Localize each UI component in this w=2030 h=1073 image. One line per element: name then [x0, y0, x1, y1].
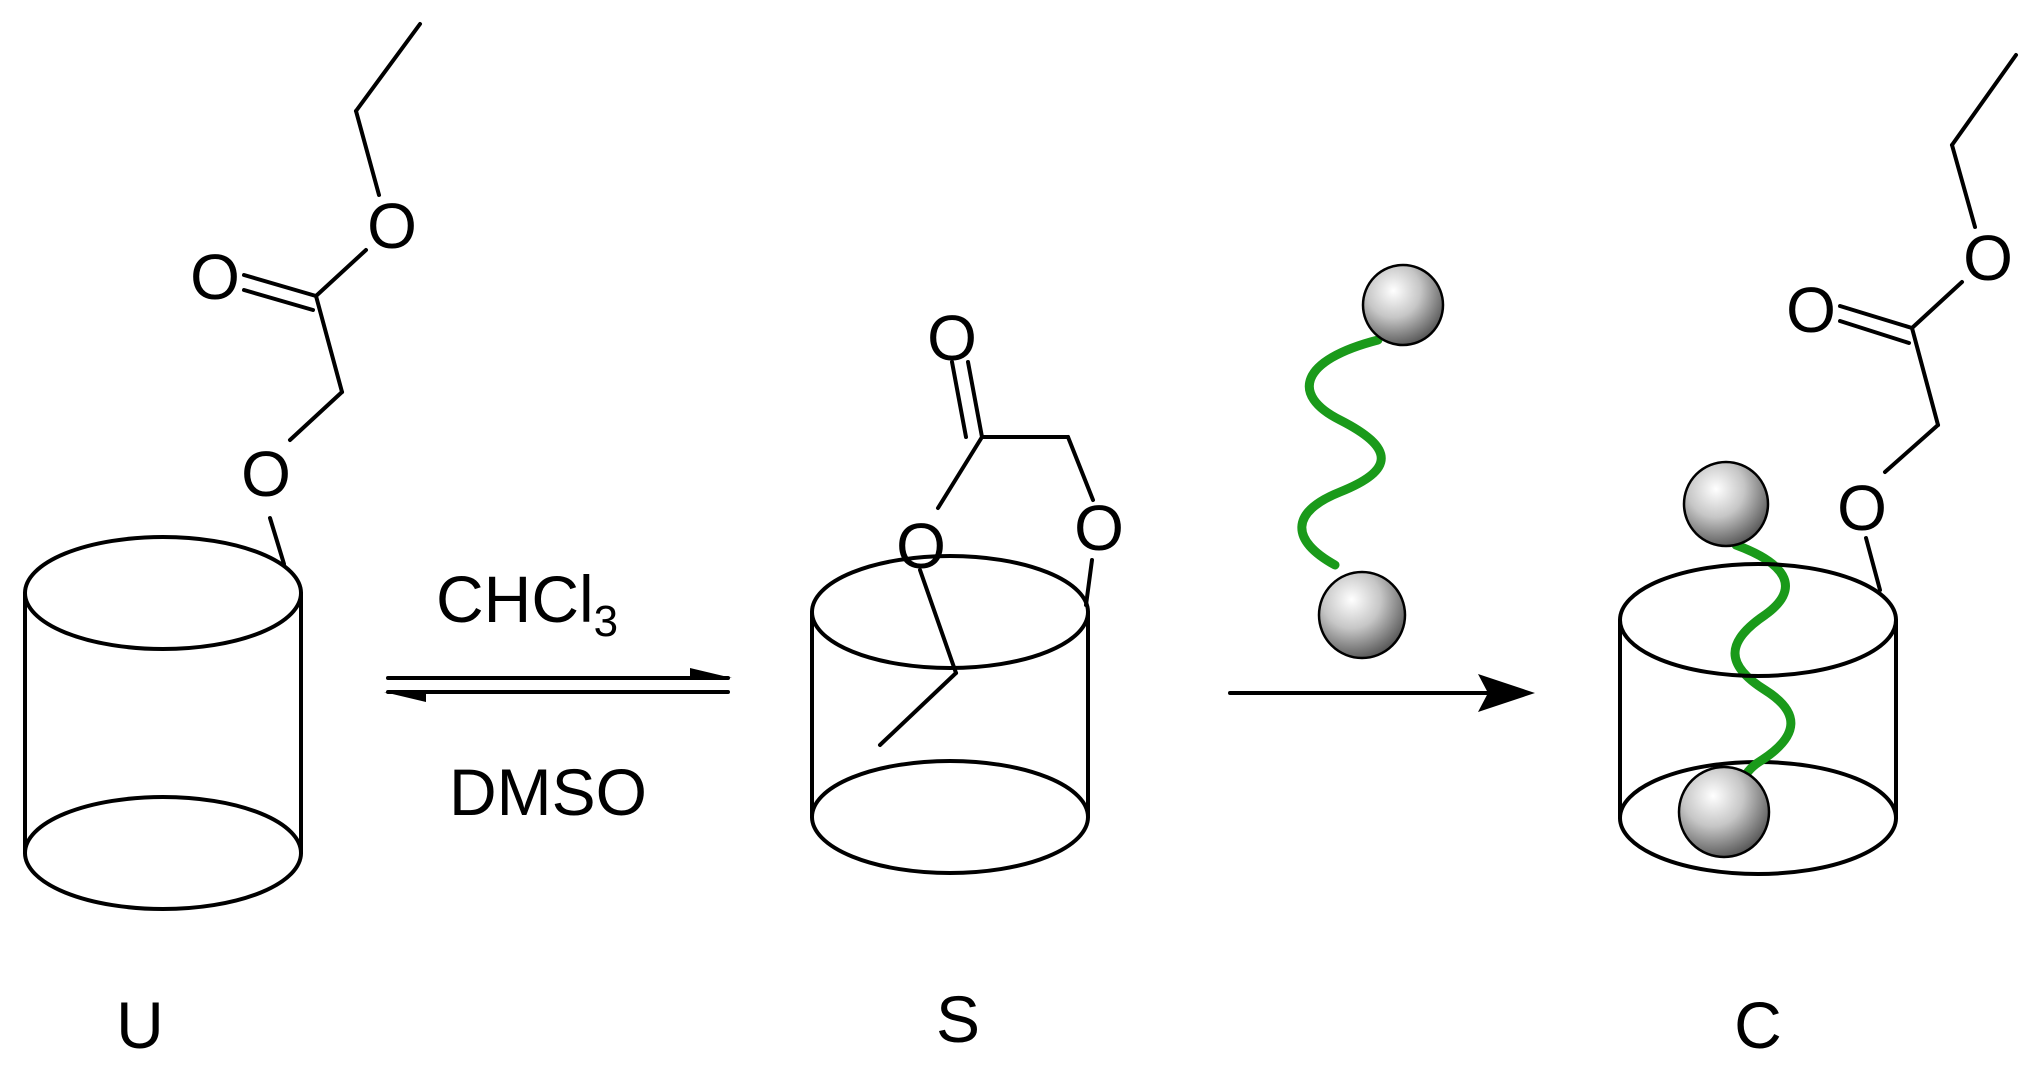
cyclodextrin-cylinder-icon: [23, 535, 303, 911]
reverse-arrow-head: [384, 692, 426, 702]
condition-dmso: DMSO: [449, 755, 647, 829]
ester-oxygen-label: O: [1963, 222, 2013, 294]
compound-c-structure: O O O: [1618, 53, 2018, 876]
ether-oxygen-label: O: [1074, 492, 1124, 564]
compound-label-c: C: [1734, 988, 1782, 1062]
ether-oxygen-label: O: [1837, 472, 1887, 544]
ethyl-ester-chain: [242, 22, 422, 566]
condition-chcl3-subscript: 3: [594, 597, 618, 646]
reaction-arrow: [1228, 674, 1535, 712]
compound-s-structure: O O O: [810, 302, 1124, 875]
cylinder-rim: [1618, 562, 1898, 678]
complex-stopper-bottom: [1677, 765, 1771, 859]
compound-label-u: U: [116, 988, 164, 1062]
guest-stopper-top: [1361, 263, 1445, 347]
equilibrium-arrows: [384, 668, 732, 702]
ether-oxygen-label: O: [241, 438, 291, 510]
threaded-guest: [1677, 460, 1796, 859]
self-included-chain: [878, 360, 1095, 747]
condition-chcl3: CHCl3: [436, 562, 618, 646]
complex-stopper-top: [1682, 460, 1770, 548]
cyclodextrin-cylinder-icon: [810, 554, 1090, 875]
ethyl-ester-chain: [1838, 53, 2018, 592]
carbonyl-oxygen-label: O: [927, 302, 977, 374]
carbonyl-oxygen-label: O: [190, 241, 240, 313]
compound-u-structure: O O O: [23, 22, 422, 911]
ester-oxygen-label: O: [896, 510, 946, 582]
guest-stopper-bottom: [1317, 570, 1407, 660]
ester-oxygen-label: O: [367, 190, 417, 262]
dumbbell-guest-icon: [1297, 263, 1445, 660]
condition-chcl3-main: CHCl: [436, 562, 594, 636]
forward-arrow-head: [690, 668, 732, 678]
carbonyl-oxygen-label: O: [1786, 274, 1836, 346]
compound-label-s: S: [936, 982, 980, 1056]
